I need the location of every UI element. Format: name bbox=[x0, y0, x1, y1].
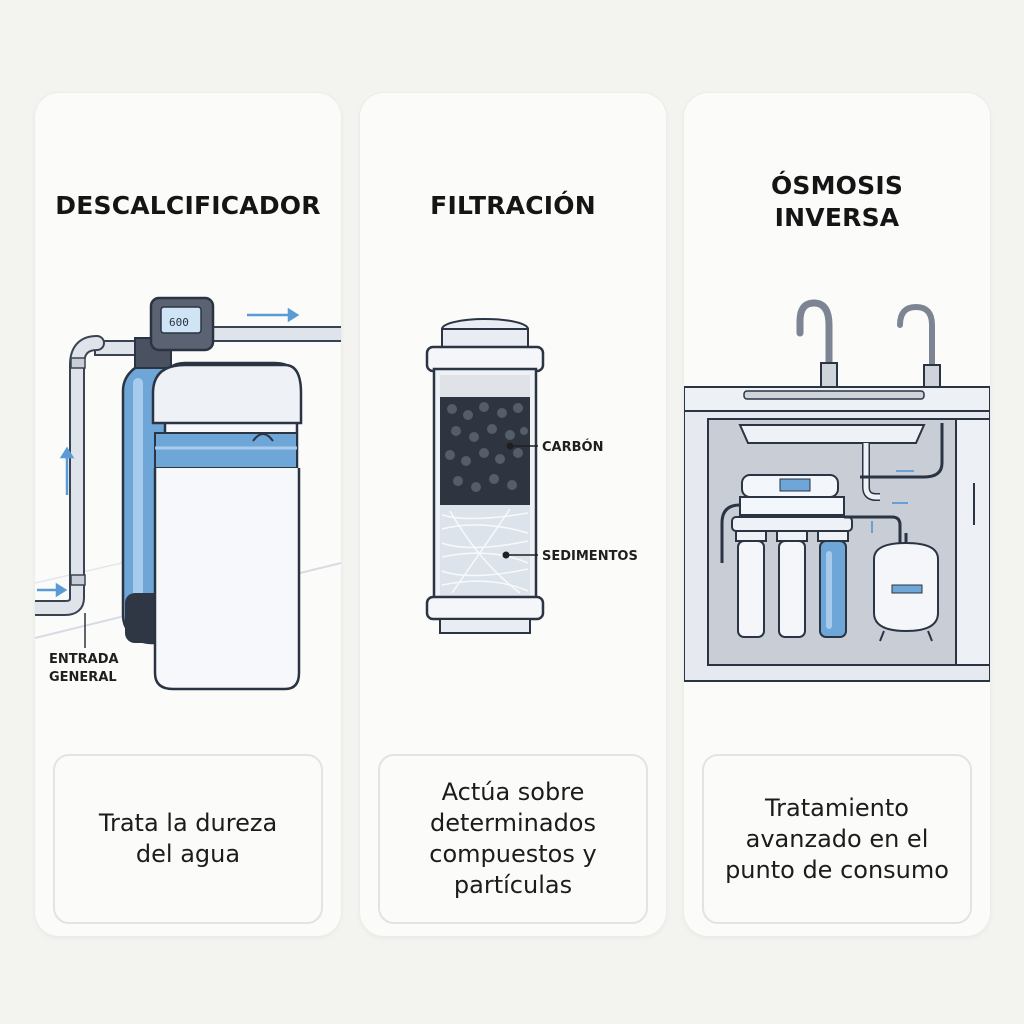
title-line: DESCALCIFICADOR bbox=[55, 190, 321, 220]
filter-cartridge-icon: CARBÓN SEDIMENTOS bbox=[425, 318, 638, 634]
description-line: avanzado en el bbox=[745, 824, 929, 853]
water-softener-icon: 600 ENTRADA GENERAL bbox=[35, 296, 341, 691]
label-sedimentos: SEDIMENTOS bbox=[542, 549, 638, 564]
description: Tratamiento avanzado en el punto de cons… bbox=[711, 793, 963, 886]
storage-tank-icon bbox=[873, 533, 939, 642]
title-line: INVERSA bbox=[774, 202, 900, 232]
panel-reverse-osmosis: ÓSMOSIS INVERSA Tratamiento avanzado en … bbox=[684, 93, 990, 936]
label-carbon: CARBÓN bbox=[542, 439, 603, 455]
title-line: ÓSMOSIS bbox=[770, 170, 904, 200]
svg-text:600: 600 bbox=[169, 316, 189, 329]
description-line: punto de consumo bbox=[725, 855, 949, 884]
title-line: FILTRACIÓN bbox=[430, 190, 596, 220]
description-box: Trata la dureza del agua bbox=[53, 754, 323, 924]
pipe-icon bbox=[35, 326, 341, 616]
description: Trata la dureza del agua bbox=[85, 808, 291, 870]
panel-softener: 600 ENTRADA GENERAL DESCALCIFICADOR Trat… bbox=[35, 93, 341, 936]
description-line: Actúa sobre bbox=[441, 778, 585, 806]
label-entrada: ENTRADA bbox=[49, 652, 119, 667]
panel-filtration: CARBÓN SEDIMENTOS FILTRACIÓN Actúa sobre… bbox=[360, 93, 666, 936]
description-line: compuestos y bbox=[429, 840, 597, 868]
panel-title: ÓSMOSIS INVERSA bbox=[684, 170, 990, 234]
description-line: Trata la dureza bbox=[98, 809, 278, 837]
description-line: del agua bbox=[135, 840, 241, 868]
flow-arrow-icon bbox=[37, 307, 300, 598]
panel-title: DESCALCIFICADOR bbox=[35, 190, 341, 222]
faucet-icon bbox=[796, 299, 941, 391]
description-line: determinados bbox=[429, 809, 596, 837]
description-box: Tratamiento avanzado en el punto de cons… bbox=[702, 754, 972, 924]
description-line: Tratamiento bbox=[765, 793, 909, 822]
description-line: partículas bbox=[453, 871, 573, 899]
reverse-osmosis-unit-icon bbox=[684, 299, 990, 682]
description-box: Actúa sobre determinados compuestos y pa… bbox=[378, 754, 648, 924]
description: Actúa sobre determinados compuestos y pa… bbox=[415, 777, 610, 901]
label-general: GENERAL bbox=[49, 670, 117, 685]
panel-title: FILTRACIÓN bbox=[360, 190, 666, 222]
